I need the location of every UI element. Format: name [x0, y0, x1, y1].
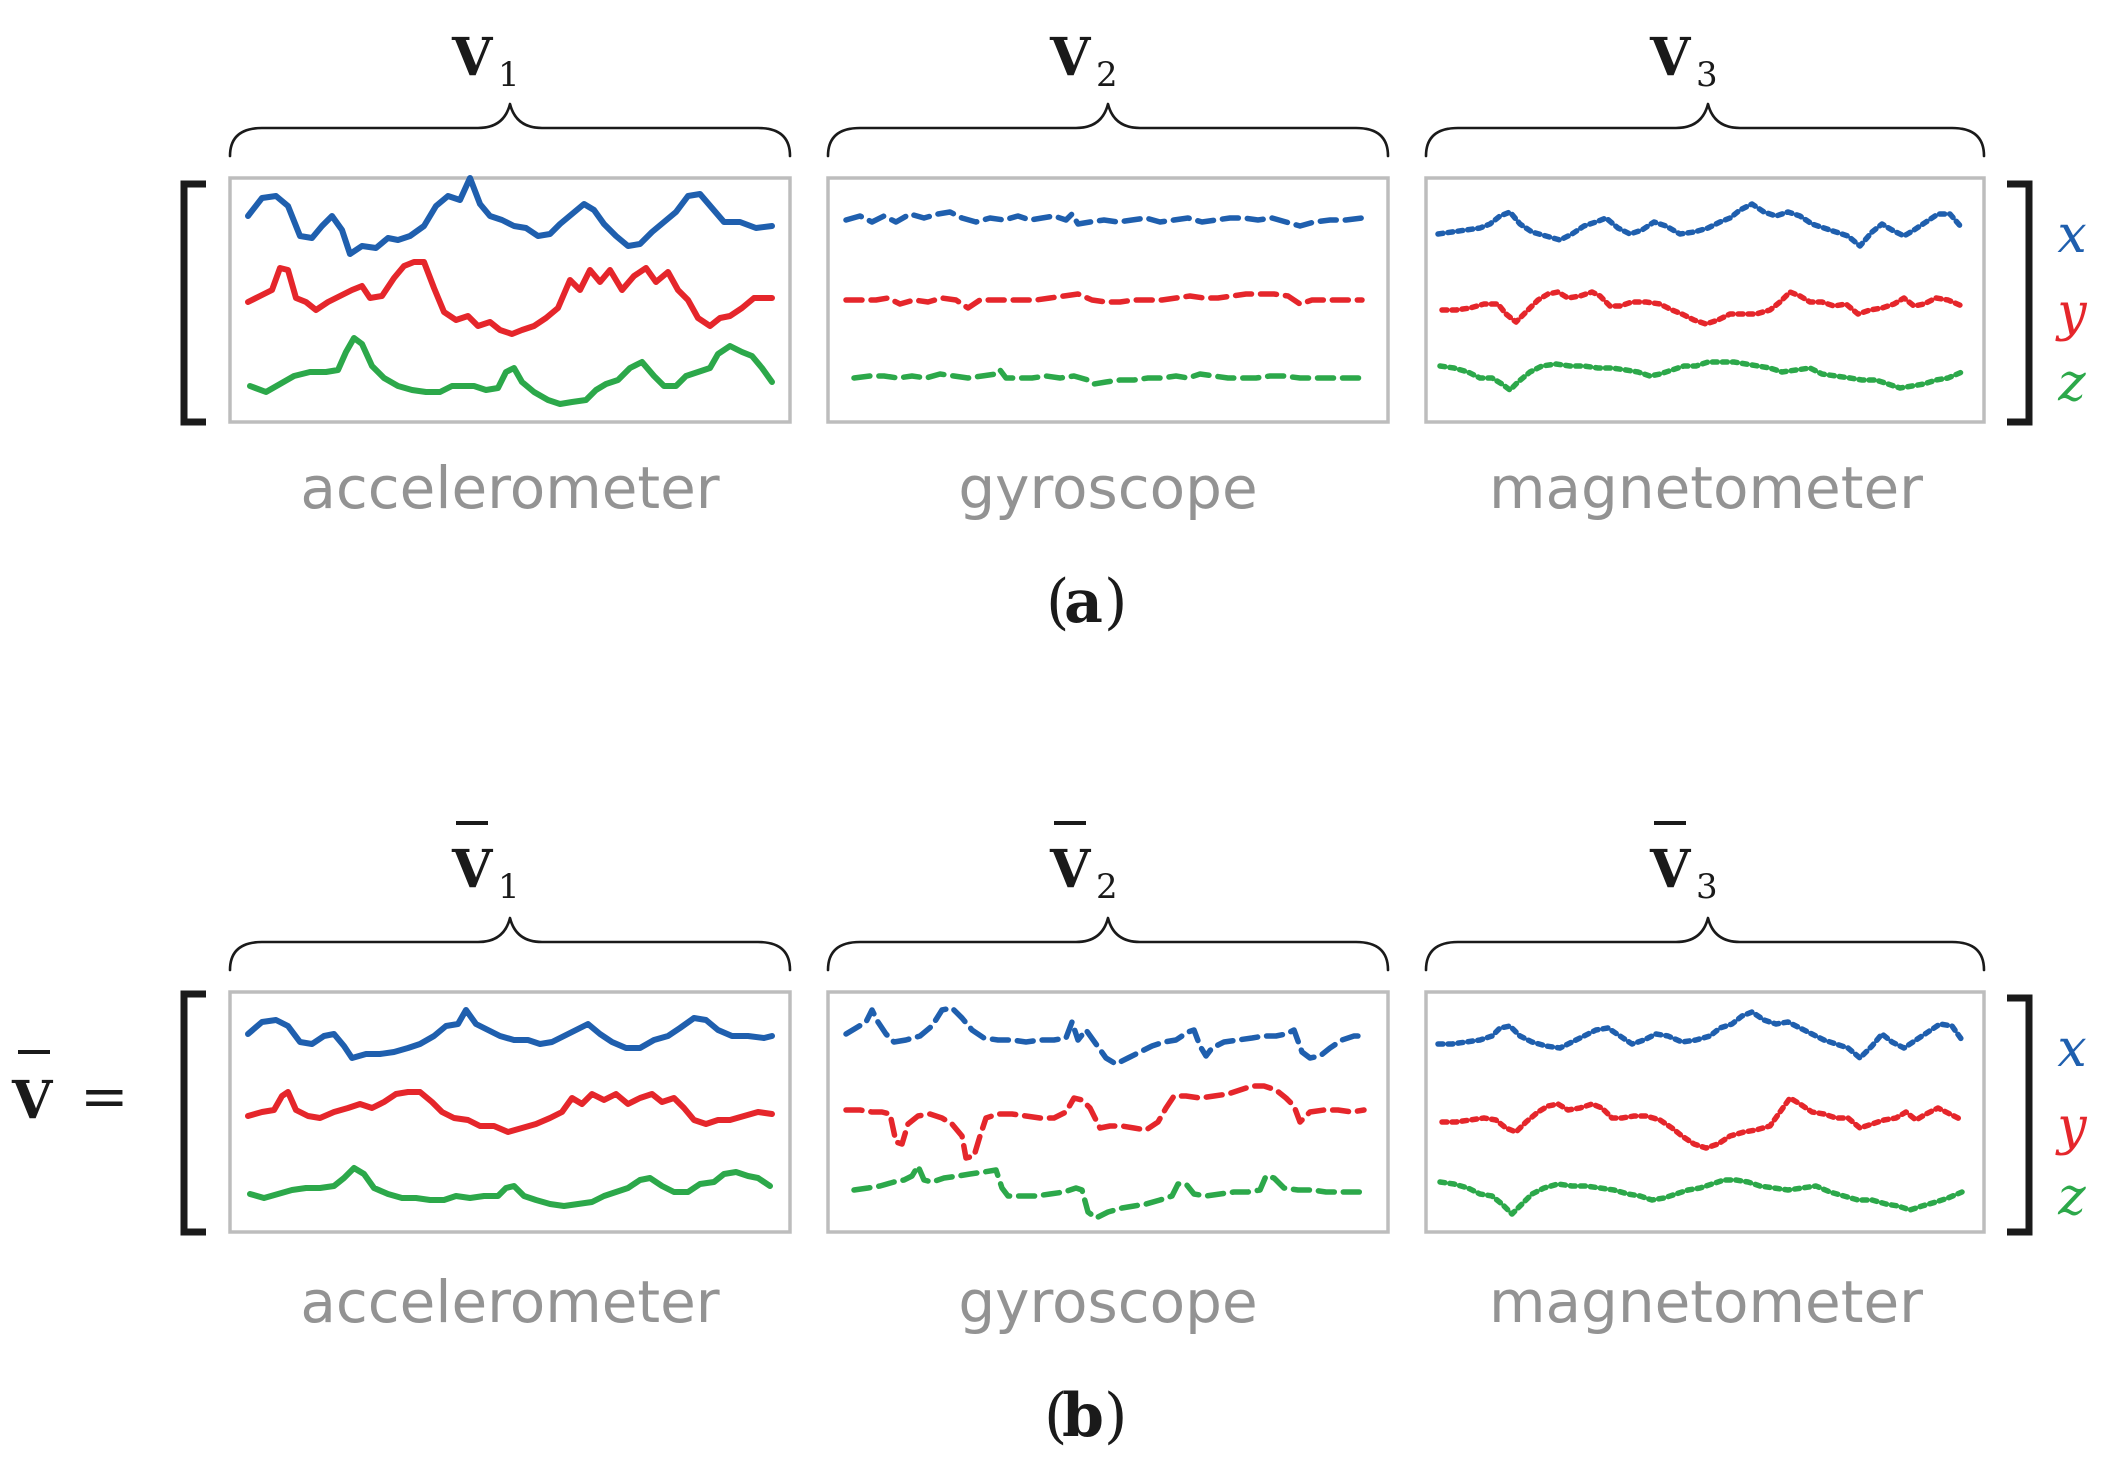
axis-label-x: x: [2057, 1019, 2086, 1079]
vector-subscript: 2: [1096, 55, 1118, 95]
caption-open-paren: (: [1044, 1381, 1067, 1451]
sensor-label-gyroscope: gyroscope: [958, 1268, 1257, 1336]
vector-label-vbar2: V 2: [1049, 821, 1118, 907]
signal-z: [1437, 1177, 1965, 1217]
sensor-label-magnetometer: magnetometer: [1489, 454, 1923, 522]
accelerometer-signals: [245, 1007, 775, 1209]
magnetometer-signals: [1435, 201, 1965, 393]
signal-z: [851, 367, 1365, 387]
caption-open-paren: (: [1046, 567, 1069, 637]
panel-b: V 1 V 2 V 3 V =: [11, 821, 2087, 1451]
vector-subscript: 3: [1696, 55, 1718, 95]
caption-letter: b: [1062, 1381, 1104, 1451]
signal-z: [247, 1165, 773, 1209]
lhs-vbar-equals: V =: [11, 1050, 129, 1131]
left-bracket: [180, 990, 206, 1236]
right-bracket: [2007, 180, 2033, 426]
signal-y: [245, 259, 775, 337]
vector-symbol: V: [1649, 27, 1692, 88]
caption-close-paren: ): [1104, 567, 1127, 637]
vector-label-v2: V 2: [1049, 27, 1118, 95]
caption-letter: a: [1064, 567, 1103, 637]
signal-x: [843, 209, 1365, 229]
caption-a: ( a ): [1046, 567, 1127, 637]
panel-a: V 1 V 2 V 3: [180, 27, 2087, 637]
vector-subscript: 3: [1696, 867, 1718, 907]
vector-symbol: V: [1649, 839, 1692, 900]
vector-symbol: V: [1049, 27, 1092, 88]
signal-x: [245, 1007, 775, 1061]
gyroscope-box: [826, 990, 1390, 1234]
vector-label-vbar1: V 1: [451, 821, 520, 907]
curly-brace-v3: [1424, 102, 1986, 158]
vector-subscript: 2: [1096, 867, 1118, 907]
signal-x: [245, 175, 775, 257]
vector-label-vbar3: V 3: [1649, 821, 1718, 907]
vector-label-v1: V 1: [451, 27, 520, 95]
curly-brace-vbar2: [826, 916, 1390, 972]
gyroscope-signals: [843, 1005, 1367, 1221]
magnetometer-box: [1424, 990, 1986, 1234]
axis-label-z: z: [2057, 353, 2086, 413]
right-bracket: [2007, 994, 2033, 1236]
equals-sign: =: [80, 1062, 129, 1130]
axis-label-y: y: [2055, 1097, 2087, 1157]
gyroscope-signals: [843, 209, 1365, 387]
sensor-label-gyroscope: gyroscope: [958, 454, 1257, 522]
vector-subscript: 1: [498, 55, 520, 95]
signal-y: [843, 1083, 1367, 1161]
signal-z: [1437, 359, 1965, 393]
magnetometer-box: [1424, 176, 1986, 424]
vector-subscript: 1: [498, 867, 520, 907]
left-bracket: [180, 180, 206, 426]
accelerometer-signals: [245, 175, 775, 407]
sensor-label-accelerometer: accelerometer: [300, 1268, 719, 1336]
axis-label-x: x: [2057, 205, 2086, 265]
sensor-label-magnetometer: magnetometer: [1489, 1268, 1923, 1336]
signal-y: [1439, 289, 1965, 327]
gyroscope-box: [826, 176, 1390, 424]
curly-brace-v2: [826, 102, 1390, 158]
curly-brace-vbar1: [228, 916, 792, 972]
signal-x: [843, 1005, 1367, 1067]
signal-y: [843, 291, 1365, 311]
sensor-label-accelerometer: accelerometer: [300, 454, 719, 522]
lhs-vector-symbol: V: [11, 1070, 54, 1131]
signal-z: [851, 1163, 1367, 1221]
axis-label-y: y: [2055, 283, 2087, 343]
magnetometer-signals: [1435, 1009, 1965, 1217]
signal-y: [1439, 1095, 1965, 1151]
vector-label-v3: V 3: [1649, 27, 1718, 95]
vector-symbol: V: [451, 27, 494, 88]
curly-brace-vbar3: [1424, 916, 1986, 972]
accelerometer-box: [228, 176, 792, 424]
vector-symbol: V: [1049, 839, 1092, 900]
signal-x: [1435, 1009, 1965, 1061]
curly-brace-v1: [228, 102, 792, 158]
signal-y: [245, 1089, 775, 1135]
axis-label-z: z: [2057, 1167, 2086, 1227]
vector-symbol: V: [451, 839, 494, 900]
caption-b: ( b ): [1044, 1381, 1127, 1451]
caption-close-paren: ): [1104, 1381, 1127, 1451]
signal-x: [1435, 201, 1965, 249]
signal-z: [247, 335, 775, 407]
accelerometer-box: [228, 990, 792, 1234]
